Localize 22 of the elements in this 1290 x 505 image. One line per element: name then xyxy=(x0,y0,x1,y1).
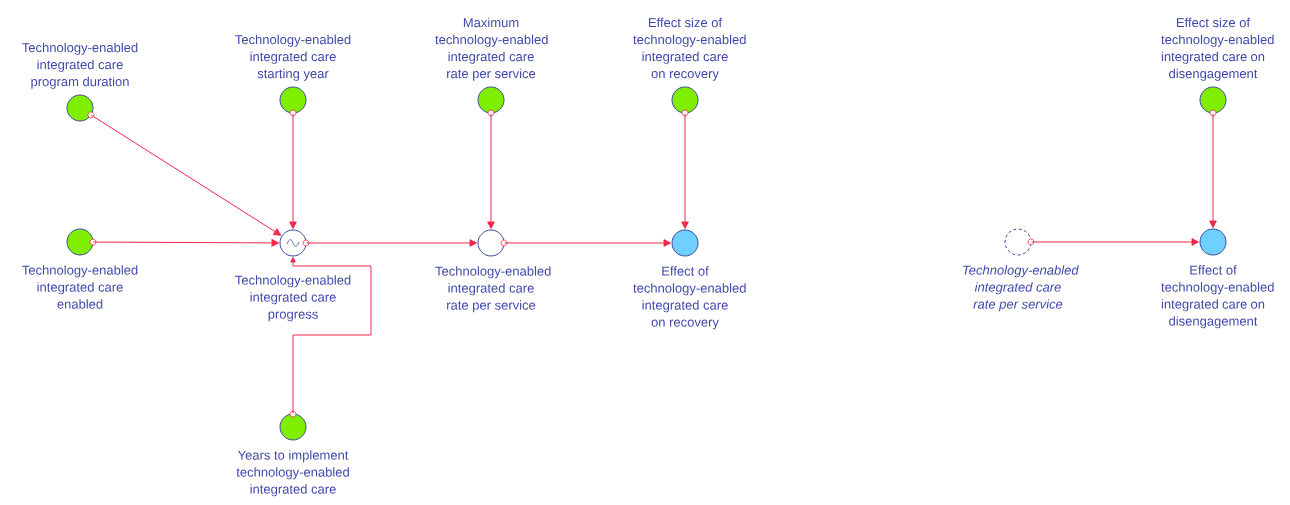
variable-label: Technology-enabled integrated care rate per service xyxy=(435,266,551,313)
arrow xyxy=(93,239,279,247)
arrow xyxy=(487,113,495,229)
arrow xyxy=(289,113,297,229)
arrow xyxy=(90,114,282,236)
variable-label: Technology-enabled integrated care starting year xyxy=(235,34,351,81)
variable-label: Technology-enabled integrated care program duration xyxy=(22,42,138,89)
variable-label: Effect size of technology-enabled integrated care on disengagement xyxy=(1161,17,1274,81)
arrow xyxy=(306,239,477,247)
arrow xyxy=(504,239,671,247)
variable-label: Maximum technology-enabled integrated care rate per service xyxy=(435,17,548,81)
variable-label: Technology-enabled integrated care enabled xyxy=(22,265,138,309)
arrow xyxy=(290,257,372,414)
variable-label: Technology-enabled integrated care rate per service xyxy=(963,265,1079,312)
arrow xyxy=(681,113,689,229)
arrow xyxy=(1209,113,1217,228)
variable-label: Effect of technology-enabled integrated care on disengagement xyxy=(1161,265,1274,329)
arrow xyxy=(1031,238,1199,246)
variable-label: Technology-enabled integrated care progress xyxy=(235,275,351,322)
variable-label: Effect size of technology-enabled integrated care on recovery xyxy=(633,17,746,81)
variable-label: Effect of technology-enabled integrated care on recovery xyxy=(633,266,746,330)
variable-label: Years to implement technology-enabled integrated care xyxy=(236,450,349,497)
